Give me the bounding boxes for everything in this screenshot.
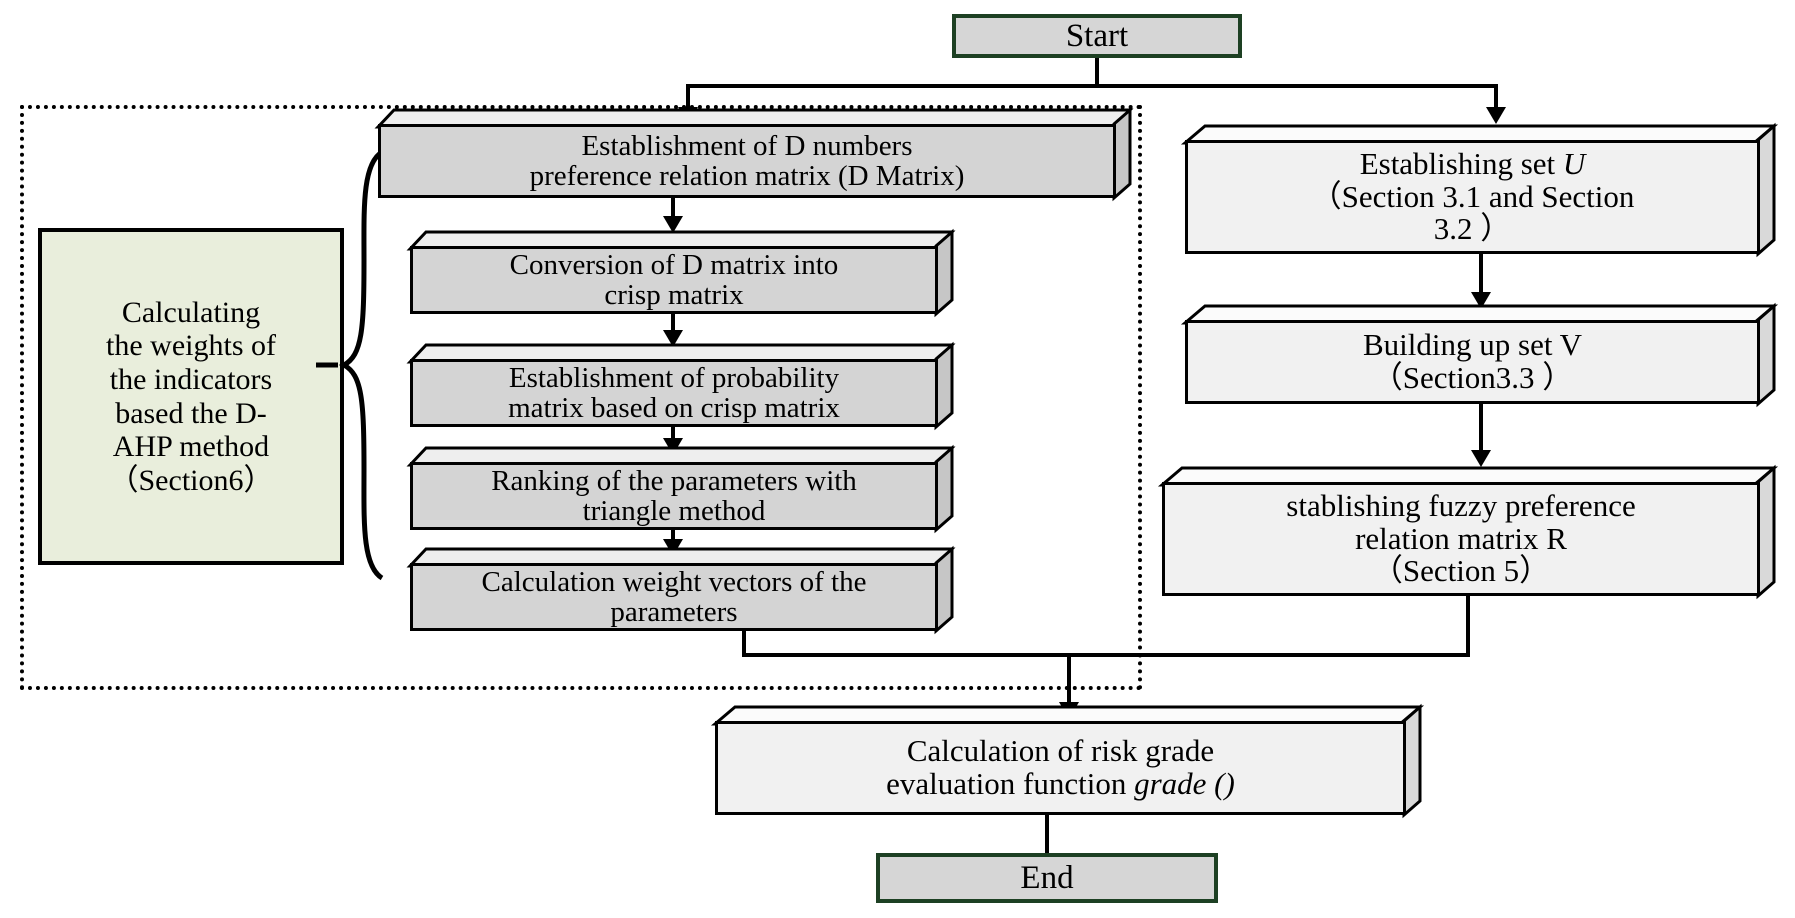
connector-result-to-end (1045, 815, 1049, 853)
node-crisp-matrix-line-1: Conversion of D matrix into (509, 248, 839, 281)
node-risk-grade-line-2-pre: evaluation function (886, 766, 1135, 801)
node-set-v-label: Building up set V （Section3.3 ） (1185, 320, 1760, 404)
connector-r2-r3 (1479, 404, 1483, 454)
box-side-face (1112, 106, 1132, 202)
annotation-line-3: the indicators (109, 362, 273, 396)
node-weight-vectors-line-1: Calculation weight vectors of the (481, 565, 867, 598)
node-start-label: Start (1065, 17, 1129, 54)
node-ranking-parameters-label: Ranking of the parameters with triangle … (410, 462, 938, 530)
node-crisp-matrix[interactable]: Conversion of D matrix into crisp matrix (406, 228, 956, 318)
connector-l2-l3 (671, 314, 675, 334)
node-set-u[interactable]: Establishing set U （Section 3.1 and Sect… (1180, 122, 1779, 258)
box-side-face (934, 444, 954, 534)
connector-r1-r2 (1479, 254, 1483, 296)
box-side-face (1756, 302, 1776, 408)
annotation-line-4: based the D- (115, 396, 267, 430)
node-fuzzy-relation-matrix-line-2: relation matrix R (1355, 520, 1567, 556)
box-side-face (1756, 464, 1776, 600)
node-fuzzy-relation-matrix-line-3: （Section 5） (1371, 553, 1551, 589)
box-side-face (934, 228, 954, 318)
node-weight-vectors-line-2: parameters (610, 596, 738, 628)
node-d-matrix-line-1: Establishment of D numbers (581, 129, 913, 162)
node-set-u-line-1-em: U (1562, 146, 1586, 182)
node-weight-vectors[interactable]: Calculation weight vectors of the parame… (406, 545, 956, 635)
annotation-d-ahp-weights: Calculating the weights of the indicator… (38, 228, 344, 565)
node-probability-matrix-line-1: Establishment of probability (508, 361, 840, 394)
annotation-line-6: （Section6） (108, 463, 274, 497)
arrowhead-to-set-u (1486, 107, 1506, 124)
node-start[interactable]: Start (952, 14, 1242, 58)
box-side-face (934, 545, 954, 635)
annotation-line-2: the weights of (106, 329, 276, 363)
node-risk-grade-line-2-em: grade () (1134, 766, 1235, 801)
node-weight-vectors-label: Calculation weight vectors of the parame… (410, 563, 938, 631)
node-end-label: End (1020, 859, 1074, 896)
node-set-v-line-1: Building up set V (1362, 327, 1583, 363)
node-d-matrix-label: Establishment of D numbers preference re… (378, 124, 1116, 198)
arrowhead-r2-r3 (1471, 450, 1491, 467)
node-fuzzy-relation-matrix-line-1: stablishing fuzzy preference (1286, 488, 1636, 524)
connector-merge-left-down (742, 631, 746, 657)
connector-merge-bar (742, 653, 1470, 657)
node-set-u-line-2: （Section 3.1 and Section (1310, 178, 1635, 214)
node-ranking-parameters-line-1: Ranking of the parameters with (491, 464, 857, 497)
node-risk-grade-line-1: Calculation of risk grade (906, 733, 1215, 769)
node-fuzzy-relation-matrix[interactable]: stablishing fuzzy preference relation ma… (1157, 464, 1779, 600)
node-end[interactable]: End (876, 853, 1218, 903)
node-probability-matrix-label: Establishment of probability matrix base… (410, 359, 938, 427)
node-risk-grade-calculation-label: Calculation of risk grade evaluation fun… (715, 721, 1406, 815)
connector-split-left (686, 84, 690, 110)
annotation-text: Calculating the weights of the indicator… (106, 296, 276, 498)
box-side-face (1756, 122, 1776, 258)
arrowhead-l2-l3 (663, 330, 683, 347)
node-crisp-matrix-label: Conversion of D matrix into crisp matrix (410, 246, 938, 314)
node-ranking-parameters[interactable]: Ranking of the parameters with triangle … (406, 444, 956, 534)
node-probability-matrix-line-2: matrix based on crisp matrix (508, 392, 840, 424)
node-probability-matrix[interactable]: Establishment of probability matrix base… (406, 341, 956, 431)
connector-split-bar (686, 84, 1498, 88)
connector-merge-to-result (1067, 653, 1071, 706)
node-set-u-line-1-pre: Establishing set (1359, 146, 1563, 182)
node-fuzzy-relation-matrix-label: stablishing fuzzy preference relation ma… (1162, 482, 1760, 596)
box-side-face (1402, 703, 1422, 819)
node-ranking-parameters-line-2: triangle method (582, 495, 766, 527)
node-crisp-matrix-line-2: crisp matrix (604, 279, 744, 311)
node-set-v[interactable]: Building up set V （Section3.3 ） (1180, 302, 1779, 408)
annotation-line-1: Calculating (121, 295, 261, 329)
box-side-face (934, 341, 954, 431)
connector-l3-l4 (671, 427, 675, 443)
node-d-matrix-line-2: preference relation matrix (D Matrix) (529, 160, 965, 192)
annotation-line-5: AHP method (112, 430, 270, 464)
node-set-u-label: Establishing set U （Section 3.1 and Sect… (1185, 140, 1760, 254)
node-set-v-line-2: （Section3.3 ） (1371, 360, 1574, 395)
arrowhead-l1-l2 (663, 216, 683, 233)
dashed-group-d-ahp (20, 105, 1142, 690)
connector-split-right (1494, 84, 1498, 110)
node-set-u-line-3: 3.2 ） (1433, 211, 1512, 247)
node-d-matrix[interactable]: Establishment of D numbers preference re… (374, 106, 1134, 202)
connector-l4-l5 (671, 530, 675, 544)
node-risk-grade-calculation[interactable]: Calculation of risk grade evaluation fun… (710, 703, 1425, 819)
connector-start-stem (1095, 58, 1099, 86)
connector-merge-right-down (1466, 596, 1470, 657)
connector-l1-l2 (671, 198, 675, 220)
